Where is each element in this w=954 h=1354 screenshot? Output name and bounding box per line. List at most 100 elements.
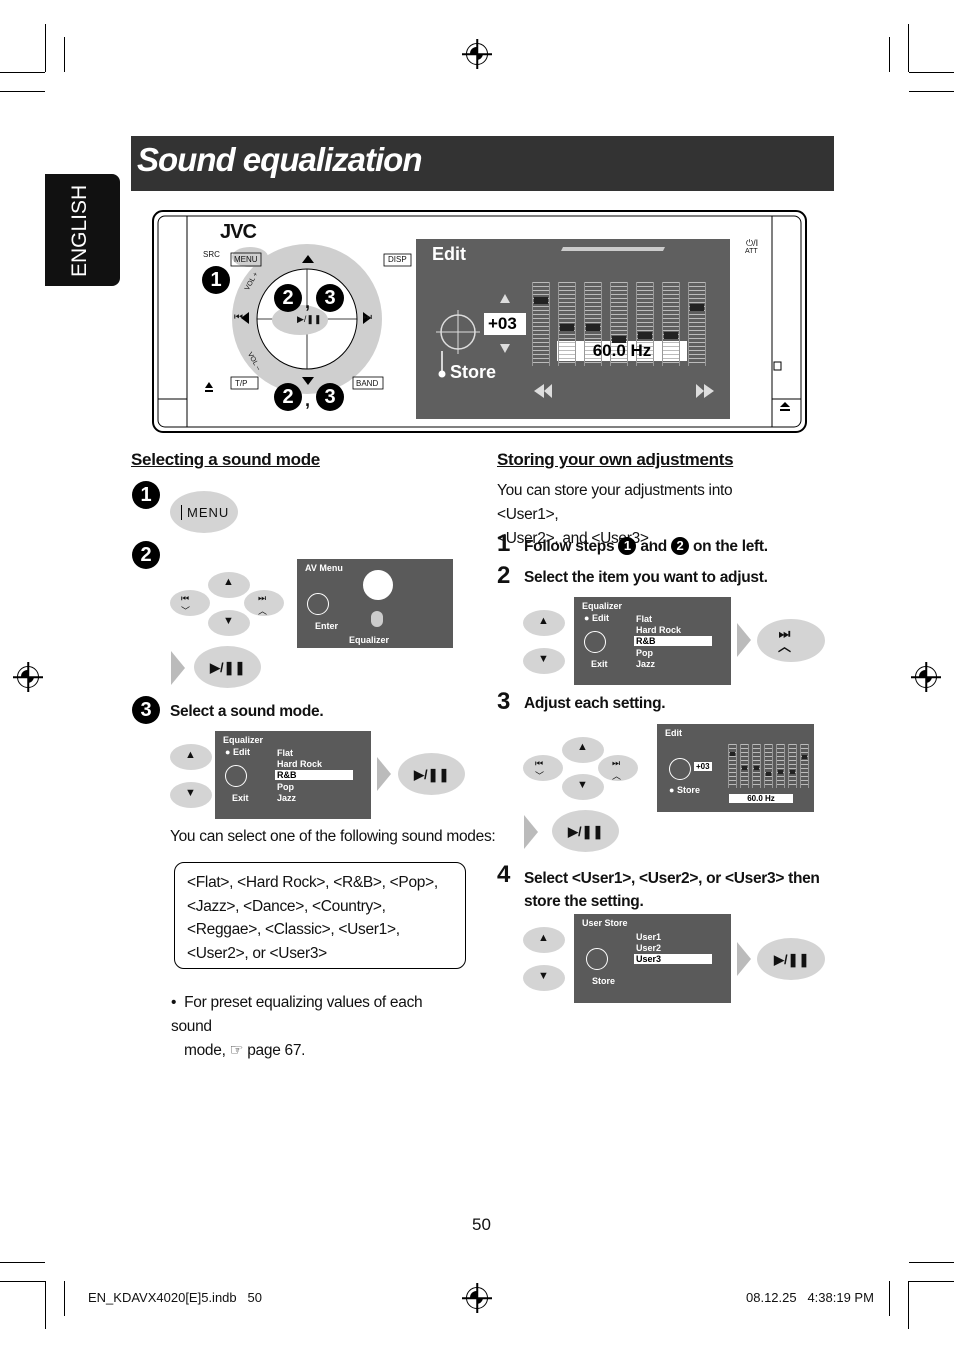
prev-track-icon[interactable]: ⏮ bbox=[234, 312, 243, 323]
dial-icon bbox=[584, 631, 606, 653]
eq-list-item: Pop bbox=[277, 782, 294, 792]
play-pause-button[interactable] bbox=[757, 938, 825, 980]
eq-screen-exit: Exit bbox=[591, 659, 608, 669]
page-title: Sound equalization bbox=[137, 141, 422, 178]
eq-list-item-selected: R&B bbox=[275, 770, 353, 780]
bullet-note: • For preset equalizing values of each s… bbox=[171, 994, 423, 1059]
up-button[interactable] bbox=[208, 572, 250, 598]
equalizer-bars bbox=[532, 282, 712, 366]
eq-slider bbox=[610, 282, 628, 366]
right-step-2-text: Select the item you want to adjust. bbox=[524, 569, 768, 586]
next-button[interactable] bbox=[598, 755, 638, 781]
footer-file: EN_KDAVX4020[E]5.indb 50 bbox=[88, 1290, 262, 1305]
crop-mark bbox=[45, 24, 46, 72]
next-up-icon: ⏭︿ bbox=[258, 593, 268, 616]
down-button[interactable] bbox=[562, 774, 604, 800]
power-icon: ⏻/I bbox=[746, 238, 759, 248]
up-button[interactable] bbox=[523, 927, 565, 953]
tp-button[interactable]: T/P bbox=[235, 379, 248, 388]
right-step-1-number: 1 bbox=[497, 530, 511, 557]
av-menu-enter: Enter bbox=[315, 621, 339, 631]
down-button[interactable] bbox=[208, 610, 250, 636]
dial-icon bbox=[586, 948, 608, 970]
right-step-3-number: 3 bbox=[497, 688, 511, 715]
eq-slider-knob bbox=[560, 324, 574, 331]
up-button[interactable] bbox=[523, 610, 565, 636]
edit-screen-frequency: 60.0 Hz bbox=[729, 794, 793, 803]
att-button[interactable]: ATT bbox=[745, 248, 758, 255]
eq-slider bbox=[752, 744, 761, 788]
dial-icon bbox=[669, 758, 691, 780]
disp-button[interactable]: DISP bbox=[388, 255, 407, 264]
sequence-arrow-icon bbox=[737, 623, 751, 657]
eq-list-item: Jazz bbox=[636, 659, 656, 669]
play-pause-button[interactable] bbox=[552, 810, 619, 852]
prev-button[interactable] bbox=[523, 755, 563, 781]
up-button[interactable] bbox=[170, 744, 212, 770]
down-arrow-icon: ▼ bbox=[577, 779, 588, 791]
callout-2: 2 bbox=[274, 284, 302, 312]
eq-slider-knob bbox=[612, 336, 626, 343]
screen-title: Edit bbox=[432, 244, 466, 264]
registration-mark-icon bbox=[915, 666, 937, 688]
crop-mark bbox=[889, 37, 890, 72]
down-arrow-icon: ▼ bbox=[538, 653, 549, 665]
eq-slider bbox=[776, 744, 785, 788]
dial-icon bbox=[225, 765, 247, 787]
play-pause-button[interactable] bbox=[398, 753, 465, 795]
eq-slider bbox=[764, 744, 773, 788]
up-button[interactable] bbox=[562, 737, 604, 763]
edit-screen: Edit +03 ● Store 60.0 Hz bbox=[657, 724, 814, 812]
right-step-1-text: Follow steps 1 and 2 on the left. bbox=[524, 537, 768, 555]
menu-button[interactable]: MENU bbox=[234, 255, 258, 264]
crop-mark bbox=[889, 1281, 890, 1316]
prev-button[interactable] bbox=[170, 590, 210, 616]
equalizer-screen: Equalizer ● Edit Exit Flat Hard Rock R&B… bbox=[215, 731, 371, 819]
mini-equalizer-bars bbox=[728, 744, 809, 788]
device-illustration: JVC SRC MENU DISP T/P BAND ATT ⏻/I VOL +… bbox=[152, 210, 807, 433]
next-button[interactable] bbox=[244, 590, 284, 616]
eq-slider-knob bbox=[742, 766, 747, 770]
crop-mark bbox=[909, 91, 954, 92]
footer-timestamp: 08.12.25 4:38:19 PM bbox=[746, 1290, 874, 1305]
band-button[interactable]: BAND bbox=[356, 379, 379, 388]
eq-slider-knob bbox=[690, 304, 704, 311]
eq-slider bbox=[740, 744, 749, 788]
down-button[interactable] bbox=[170, 782, 212, 808]
eq-list-item-selected: R&B bbox=[634, 636, 712, 646]
sequence-arrow-icon bbox=[171, 651, 185, 685]
user-list-item: User2 bbox=[636, 943, 662, 953]
next-button[interactable] bbox=[757, 619, 825, 662]
av-menu-title: AV Menu bbox=[305, 563, 343, 573]
modes-intro: You can select one of the following soun… bbox=[170, 828, 496, 845]
callout-2: 2 bbox=[274, 383, 302, 411]
sequence-arrow-icon bbox=[524, 815, 538, 849]
step-3-number: 3 bbox=[132, 696, 160, 724]
src-button[interactable]: SRC bbox=[203, 250, 220, 259]
eq-slider bbox=[584, 282, 602, 366]
down-arrow-icon: ▼ bbox=[185, 787, 196, 799]
language-tab bbox=[45, 174, 120, 286]
screen-frequency: 60.0 Hz bbox=[592, 341, 652, 360]
crop-mark bbox=[908, 24, 909, 72]
down-button[interactable] bbox=[523, 648, 565, 674]
menu-button[interactable]: MENU bbox=[181, 505, 229, 520]
next-track-icon[interactable]: ⏭ bbox=[363, 312, 372, 323]
play-pause-icon[interactable]: ▶/❚❚ bbox=[297, 314, 322, 324]
right-step-4-number: 4 bbox=[497, 861, 511, 888]
play-pause-button[interactable] bbox=[194, 646, 261, 688]
down-button[interactable] bbox=[523, 965, 565, 991]
eq-list-item: Jazz bbox=[277, 793, 297, 803]
play-pause-icon: ▶/❚❚ bbox=[414, 767, 450, 782]
crop-mark bbox=[909, 72, 954, 73]
right-step-3-text: Adjust each setting. bbox=[524, 695, 666, 712]
up-arrow-icon: ▲ bbox=[185, 749, 196, 761]
up-arrow-icon: ▲ bbox=[538, 615, 549, 627]
eq-list-item: Hard Rock bbox=[277, 759, 323, 769]
eq-slider-knob bbox=[802, 755, 807, 759]
eq-slider bbox=[558, 282, 576, 366]
eq-slider bbox=[728, 744, 737, 788]
eq-slider bbox=[662, 282, 680, 366]
crop-mark bbox=[64, 37, 65, 72]
eq-screen-edit: ● Edit bbox=[584, 613, 609, 623]
